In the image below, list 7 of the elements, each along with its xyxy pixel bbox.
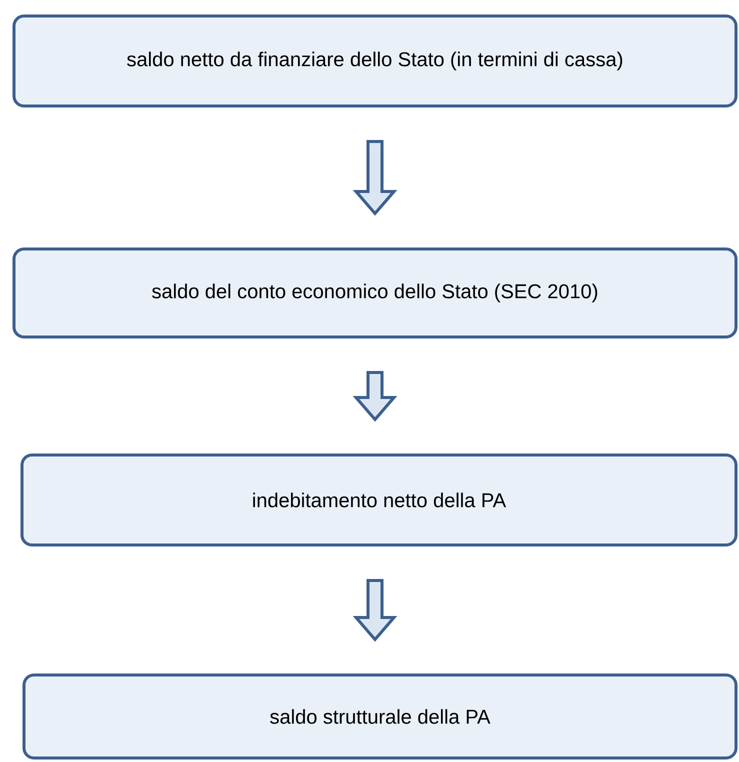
process-box: saldo netto da finanziare dello Stato (in termini di cassa) bbox=[12, 14, 738, 108]
block-arrow bbox=[352, 371, 398, 422]
process-box: saldo strutturale della PA bbox=[22, 674, 738, 760]
process-box: saldo del conto economico dello Stato (SEC 2010) bbox=[12, 248, 738, 338]
block-arrow bbox=[352, 579, 398, 642]
process-box: indebitamento netto della PA bbox=[20, 454, 738, 546]
block-arrow bbox=[352, 140, 398, 216]
